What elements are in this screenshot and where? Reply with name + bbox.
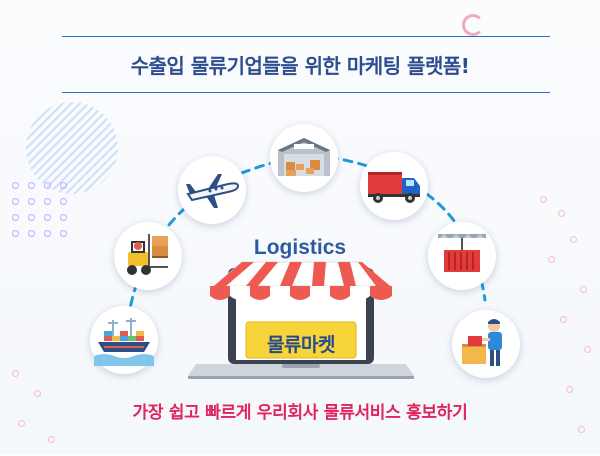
- forklift-icon: [127, 234, 168, 275]
- decorative-dots-right: [540, 196, 591, 456]
- truck-bubble: [360, 152, 428, 220]
- logistics-label: Logistics: [253, 236, 347, 259]
- store-sign-text: 물류마켓: [267, 334, 335, 356]
- cargo-ship-icon: [94, 318, 154, 366]
- crane-bubble: [428, 222, 496, 290]
- tagline: 가장 쉽고 빠르게 우리회사 물류서비스 홍보하기: [132, 403, 468, 423]
- airplane-bubble: [178, 156, 246, 224]
- decorative-ring-icon: [462, 14, 484, 36]
- decorative-hatched-circle: [26, 102, 118, 194]
- crane-container-icon: [438, 234, 486, 272]
- warehouse-bubble: [270, 124, 338, 192]
- forklift-bubble: [114, 222, 182, 290]
- worker-bubble: [452, 310, 520, 378]
- airplane-icon: [186, 174, 240, 208]
- header-top-rule: [62, 36, 550, 37]
- worker-package-icon: [462, 319, 502, 366]
- decorative-dots-bottom-left: [8, 360, 68, 450]
- decorative-dots-left: [12, 182, 72, 252]
- truck-icon: [368, 172, 420, 203]
- page-headline: 수출입 물류기업들을 위한 마케팅 플랫폼!: [130, 54, 470, 78]
- warehouse-icon: [278, 138, 330, 176]
- ship-bubble: [90, 306, 158, 374]
- store-awning-icon: [210, 261, 392, 359]
- header-bottom-rule: [62, 92, 550, 93]
